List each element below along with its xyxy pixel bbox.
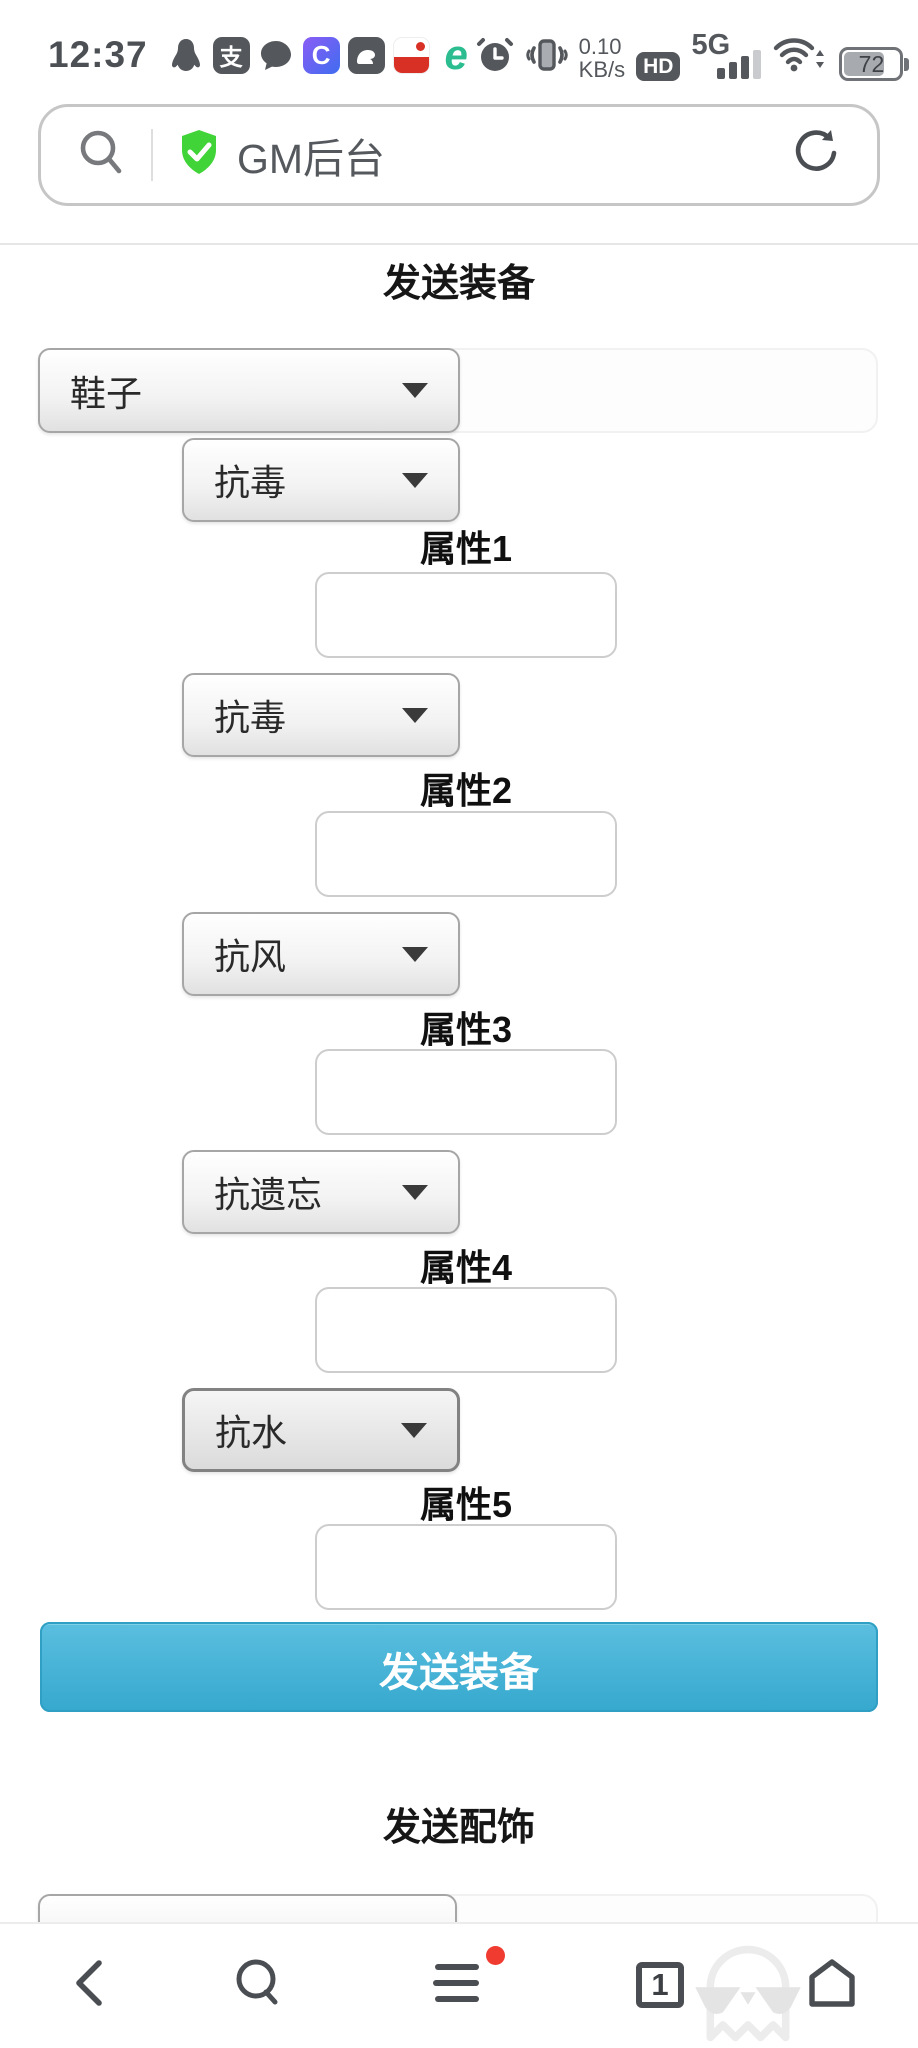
red-app-wave <box>393 56 429 73</box>
attr2-type-value: 抗毒 <box>214 697 287 738</box>
clock-time: 12:37 <box>48 34 148 75</box>
attr2-input[interactable] <box>315 811 617 897</box>
secure-shield-icon[interactable] <box>177 128 221 183</box>
refresh-icon[interactable] <box>791 127 841 184</box>
browser-chrome-divider <box>0 243 918 245</box>
speed-value: 0.10 <box>578 34 622 59</box>
item-type-value: 鞋子 <box>70 372 143 414</box>
nav-search-button[interactable] <box>222 1938 296 2028</box>
battery-fill <box>844 52 884 76</box>
equipment-section-title: 发送装备 <box>382 263 535 305</box>
network-speed: 0.10 KB/s <box>579 35 625 81</box>
site-title[interactable]: GM后台 <box>237 136 386 182</box>
search-icon[interactable] <box>77 127 127 184</box>
signal-bars-icon <box>717 50 762 79</box>
c-glyph: C <box>311 39 331 70</box>
attr2-label: 属性2 <box>419 770 513 811</box>
alipay-glyph: 支 <box>219 44 243 70</box>
speed-unit: KB/s <box>578 57 626 82</box>
accessory-section-title: 发送配饰 <box>382 1807 535 1849</box>
alarm-clock-icon <box>475 34 515 81</box>
attr3-input[interactable] <box>315 1049 617 1135</box>
status-bar: 12:37 支 C e <box>0 0 918 100</box>
item-type-select[interactable]: 鞋子 <box>38 348 460 433</box>
chevron-down-icon <box>401 1422 427 1438</box>
attr4-type-value: 抗遗忘 <box>214 1174 323 1215</box>
notification-icons: 支 C e <box>168 31 475 78</box>
attr4-label: 属性4 <box>419 1247 513 1288</box>
e-glyph: e <box>444 31 468 78</box>
hd-icon: HD <box>636 52 681 81</box>
chevron-down-icon <box>402 1184 428 1200</box>
nav-home-button[interactable] <box>800 1938 864 2028</box>
attr1-type-value: 抗毒 <box>214 462 287 503</box>
status-indicators: 0.10 KB/s HD 5G 72 <box>475 29 910 81</box>
chevron-down-icon <box>402 472 428 488</box>
battery-indicator: 72 <box>839 47 910 81</box>
network-type-label: 5G <box>691 29 731 61</box>
chevron-down-icon <box>402 383 428 398</box>
attr1-label: 属性1 <box>419 528 513 569</box>
attr1-type-select[interactable]: 抗毒 <box>182 438 460 522</box>
attr3-label: 属性3 <box>419 1009 513 1050</box>
menu-badge-dot <box>486 1946 505 1965</box>
alipay-icon: 支 <box>212 36 250 74</box>
address-bar[interactable]: GM后台 <box>38 104 880 206</box>
attr1-input[interactable] <box>315 572 617 658</box>
tab-count: 1 <box>651 1967 669 2002</box>
battery-cap <box>904 58 910 71</box>
c-app-icon: C <box>302 36 340 74</box>
e-browser-icon: e <box>438 31 475 78</box>
nav-tabs-button[interactable]: 1 <box>636 1962 684 2008</box>
send-equipment-button[interactable]: 发送装备 <box>40 1622 878 1712</box>
attr5-type-value: 抗水 <box>215 1412 288 1453</box>
attr3-type-select[interactable]: 抗风 <box>182 912 460 996</box>
cellular-signal: 5G <box>691 29 762 81</box>
attr3-type-value: 抗风 <box>214 936 287 977</box>
attr5-input[interactable] <box>315 1524 617 1610</box>
chat-bubble-icon <box>258 37 295 74</box>
squirrel-icon <box>347 36 385 74</box>
nav-back-button[interactable] <box>56 1938 120 2028</box>
ghost-watermark-icon <box>690 1932 806 2048</box>
red-app-dot <box>415 41 425 51</box>
attr4-type-select[interactable]: 抗遗忘 <box>182 1150 460 1234</box>
divider <box>151 129 153 181</box>
attr2-type-select[interactable]: 抗毒 <box>182 673 460 757</box>
attr5-label: 属性5 <box>419 1484 513 1525</box>
attr4-input[interactable] <box>315 1287 617 1373</box>
wifi-icon <box>772 32 828 81</box>
penguin-icon <box>168 37 205 74</box>
vibrate-icon <box>525 34 568 81</box>
red-app-icon <box>392 36 430 74</box>
battery-percent: 72 <box>858 50 885 77</box>
chevron-down-icon <box>402 707 428 723</box>
nav-menu-button[interactable] <box>428 1938 486 2028</box>
chevron-down-icon <box>402 946 428 962</box>
attr5-type-select[interactable]: 抗水 <box>182 1388 460 1472</box>
browser-nav-bar: 1 <box>0 1922 918 2048</box>
